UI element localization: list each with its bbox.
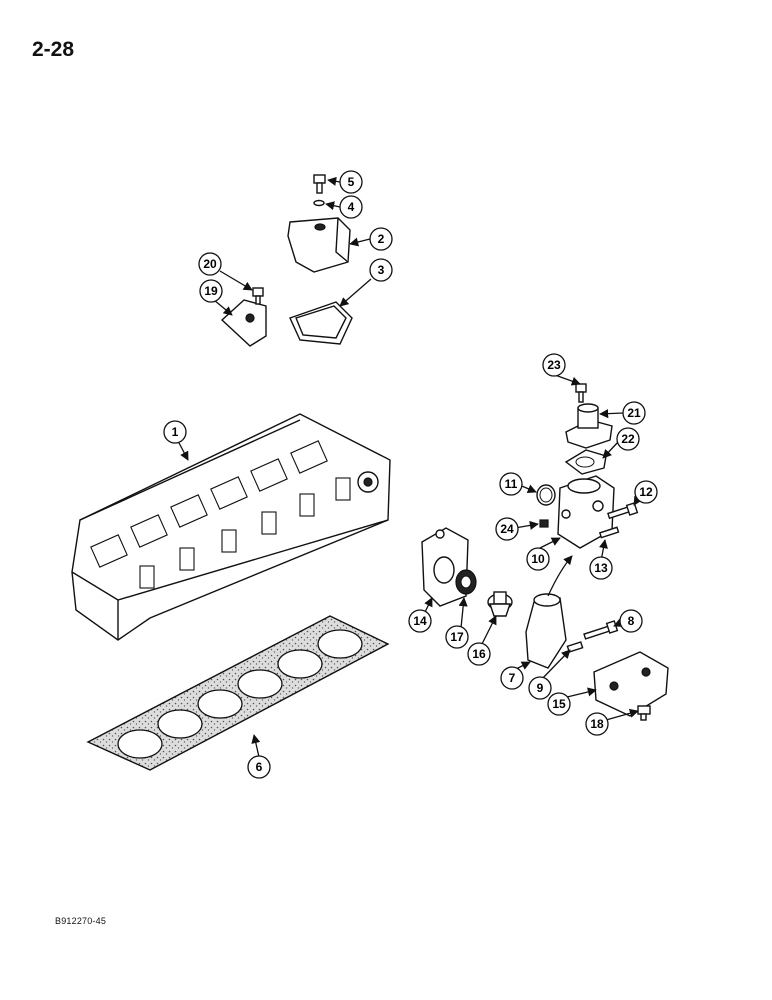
- callout-9: 9: [537, 681, 544, 695]
- callout-13-circle: [589, 556, 613, 580]
- part-gasket-14: [421, 527, 469, 607]
- callout-24-circle: [495, 517, 519, 541]
- callout-2: 2: [378, 232, 385, 246]
- callout-18: 18: [590, 717, 604, 731]
- callout-16-circle: [467, 642, 491, 666]
- callout-19-circle: [199, 279, 223, 303]
- callout-21: 21: [627, 406, 641, 420]
- callout-5-circle: [339, 170, 363, 194]
- part-bolt-12: [607, 502, 639, 520]
- callout-1-circle: [163, 420, 187, 444]
- part-water-outlet-7: [525, 593, 567, 669]
- leader-lines: [177, 176, 643, 758]
- callout-6: 6: [256, 760, 263, 774]
- callout-4: 4: [348, 200, 355, 214]
- callout-20-circle: [198, 252, 222, 276]
- callout-15: 15: [552, 697, 566, 711]
- callout-22-circle: [616, 427, 640, 451]
- callout-14: 14: [413, 614, 427, 628]
- part-head-gasket-6: [86, 615, 390, 771]
- part-bracket-19: [220, 299, 267, 347]
- callout-2-circle: [369, 227, 393, 251]
- callout-6-circle: [247, 755, 271, 779]
- page-number: 2-28: [32, 38, 75, 61]
- callout-4-circle: [339, 195, 363, 219]
- part-bracket-15: [593, 651, 669, 717]
- callout-17: 17: [450, 630, 464, 644]
- part-cover-2: [287, 217, 351, 273]
- part-cylinder-head-1: [71, 413, 391, 641]
- callout-7-circle: [500, 666, 524, 690]
- callout-5: 5: [348, 175, 355, 189]
- part-bolt-23: [575, 383, 587, 403]
- part-gasket-22: [564, 449, 607, 475]
- callout-3-circle: [369, 258, 393, 282]
- callout-20: 20: [203, 257, 217, 271]
- callout-22: 22: [621, 432, 635, 446]
- callout-21-circle: [622, 401, 646, 425]
- callout-24: 24: [500, 522, 514, 536]
- part-thermostat-housing-10: [557, 475, 615, 549]
- callout-14-circle: [408, 609, 432, 633]
- callout-13: 13: [594, 561, 608, 575]
- part-cover-21: [565, 403, 613, 449]
- callout-7: 7: [509, 671, 516, 685]
- callout-15-circle: [547, 692, 571, 716]
- figure-code: B912270-45: [55, 916, 107, 926]
- callout-12-circle: [634, 480, 658, 504]
- callout-3: 3: [378, 263, 385, 277]
- part-bolt-13: [598, 526, 620, 539]
- part-bolt-9: [566, 641, 584, 653]
- callout-1: 1: [172, 425, 179, 439]
- callout-10-circle: [526, 547, 550, 571]
- part-plug-24: [539, 519, 549, 528]
- callout-23-circle: [542, 353, 566, 377]
- part-bolt-20: [252, 287, 264, 305]
- part-bolt-18: [637, 705, 651, 721]
- callout-18-circle: [585, 712, 609, 736]
- part-bolt-5: [313, 174, 326, 194]
- callout-circles: [163, 170, 658, 779]
- callout-8-circle: [619, 609, 643, 633]
- callout-8: 8: [628, 614, 635, 628]
- callout-17-circle: [445, 625, 469, 649]
- callout-10: 10: [531, 552, 545, 566]
- part-washer-4: [313, 199, 325, 207]
- part-seal-17: [455, 569, 477, 595]
- assembly-arrow: [547, 555, 573, 597]
- callout-11: 11: [505, 477, 518, 491]
- callout-9-circle: [528, 676, 552, 700]
- part-thermostat-16: [487, 591, 513, 617]
- callout-11-circle: [499, 472, 523, 496]
- callout-23: 23: [547, 358, 561, 372]
- callout-19: 19: [204, 284, 218, 298]
- part-bolt-8: [583, 620, 619, 640]
- callout-16: 16: [472, 647, 486, 661]
- callout-12: 12: [639, 485, 653, 499]
- part-gasket-3: [289, 301, 353, 345]
- part-oring-11: [536, 484, 556, 506]
